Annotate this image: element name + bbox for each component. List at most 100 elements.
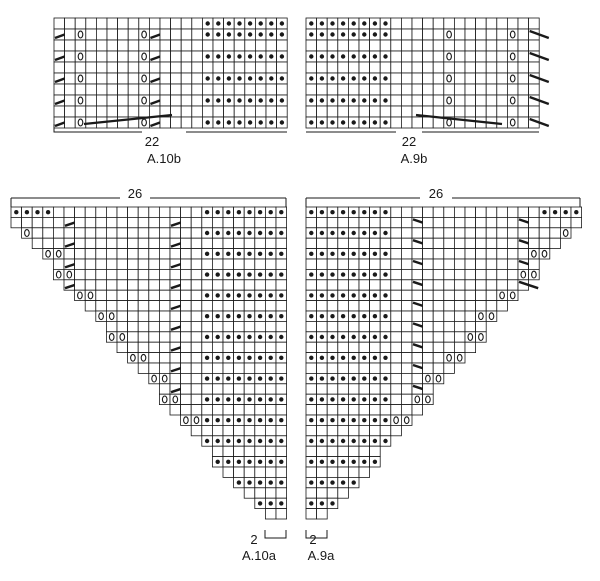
grid-cell (475, 50, 487, 63)
grid-cell (275, 258, 288, 270)
grid-cell (347, 83, 360, 96)
grid-cell (443, 258, 455, 270)
grid-cell (453, 105, 466, 118)
purl-dot-icon (268, 314, 273, 319)
grid-cell (560, 227, 572, 239)
grid-cell (64, 61, 76, 74)
purl-dot-icon (351, 21, 356, 26)
grid-cell (170, 28, 182, 41)
grid-cell (116, 216, 129, 229)
grid-cell (443, 268, 455, 281)
yarn-over-icon (141, 30, 147, 39)
purl-dot-icon (258, 76, 263, 81)
grid-cell (275, 300, 288, 312)
grid-cell (190, 310, 203, 322)
grid-cell (390, 72, 402, 85)
grid-cell (358, 237, 371, 249)
grid-cell (53, 258, 65, 270)
grid-cell (170, 72, 182, 85)
purl-dot-icon (205, 76, 210, 81)
grid-cell (326, 341, 339, 354)
grid-cell (106, 83, 119, 96)
grid-cell (190, 331, 203, 343)
grid-cell (158, 341, 171, 354)
purl-dot-icon (226, 459, 231, 464)
grid-cell (180, 237, 192, 249)
grid-cell (222, 237, 235, 249)
grid-cell (475, 39, 487, 52)
purl-dot-icon (269, 76, 274, 81)
grid-cell (400, 83, 413, 96)
purl-dot-icon (279, 314, 284, 319)
grid-cell (422, 279, 434, 291)
purl-dot-icon (319, 293, 325, 298)
purl-dot-icon (340, 376, 346, 381)
grid-cell (148, 341, 160, 354)
grid-cell (326, 216, 339, 229)
purl-dot-icon (24, 210, 30, 215)
chart-grids (10, 17, 583, 539)
purl-dot-icon (330, 418, 335, 423)
grid-cell (475, 28, 487, 41)
grid-cell (528, 39, 540, 52)
grid-cell (254, 39, 267, 52)
grid-cell (233, 445, 245, 458)
purl-dot-icon (362, 98, 367, 103)
grid-cell (243, 300, 256, 312)
grid-cell (74, 105, 87, 118)
grid-cell (148, 320, 160, 333)
grid-cell (347, 258, 360, 270)
grid-cell (400, 105, 413, 118)
grid-cell (475, 227, 487, 239)
grid-cell (64, 105, 76, 118)
grid-cell (400, 216, 413, 229)
chart-a9a-bottom-label: 2 (309, 532, 316, 547)
grid-cell (264, 237, 277, 249)
grid-cell (275, 508, 288, 520)
grid-cell (21, 216, 33, 229)
grid-cell (432, 50, 445, 63)
purl-dot-icon (215, 355, 220, 360)
grid-cell (347, 237, 360, 249)
grid-cell (390, 105, 402, 118)
grid-cell (316, 300, 328, 312)
grid-cell (85, 61, 97, 74)
yarn-over-icon (425, 395, 431, 404)
yarn-over-icon (520, 270, 527, 279)
yarn-over-icon (151, 374, 157, 383)
yarn-over-icon (446, 52, 452, 61)
grid-cell (265, 105, 278, 118)
grid-cell (358, 466, 371, 478)
grid-cell (117, 17, 129, 30)
grid-cell (264, 341, 277, 354)
grid-cell (148, 279, 160, 291)
purl-dot-icon (372, 21, 378, 26)
grid-cell (422, 341, 434, 354)
grid-cell (369, 341, 381, 354)
grid-cell (106, 206, 118, 218)
yarn-over-icon (108, 312, 115, 321)
grid-cell (117, 83, 129, 96)
grid-cell (137, 279, 150, 291)
purl-dot-icon (216, 21, 221, 26)
grid-cell (400, 352, 413, 364)
grid-cell (96, 50, 108, 63)
purl-dot-icon (237, 21, 242, 26)
grid-cell (127, 216, 139, 229)
purl-dot-icon (319, 120, 325, 125)
grid-cell (506, 289, 519, 302)
grid-cell (485, 39, 498, 52)
purl-dot-icon (372, 272, 378, 277)
grid-cell (64, 94, 76, 107)
chart-a10b-title: A.10b (147, 151, 181, 166)
purl-dot-icon (372, 334, 378, 340)
grid-cell (276, 39, 288, 52)
grid-cell (137, 341, 150, 354)
grid-cell (180, 352, 192, 364)
purl-dot-icon (330, 397, 335, 402)
purl-dot-icon (330, 438, 335, 444)
grid-cell (411, 61, 424, 74)
grid-cell (496, 268, 508, 281)
grid-cell (358, 362, 371, 374)
purl-dot-icon (330, 98, 335, 103)
